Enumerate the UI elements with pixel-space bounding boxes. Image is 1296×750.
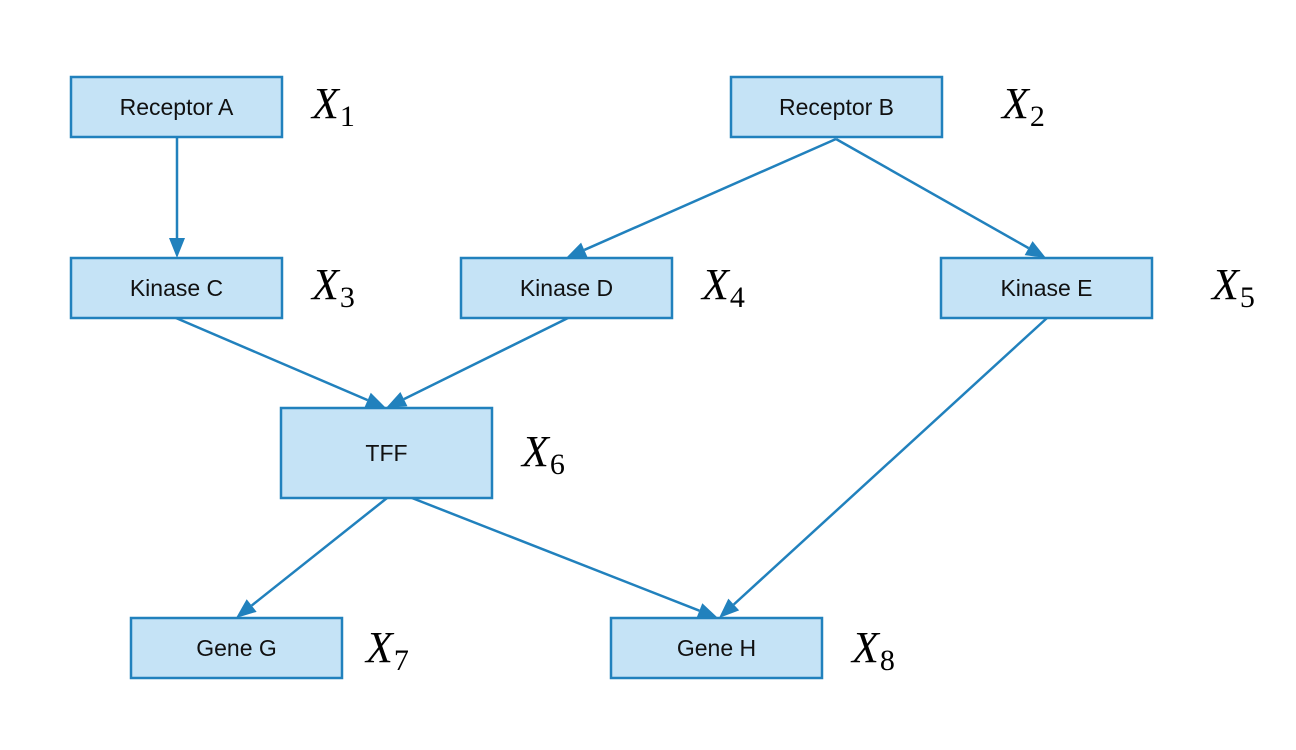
node-gene-h: Gene H X8 — [609, 616, 895, 680]
node-box — [729, 75, 944, 139]
node-box — [69, 75, 284, 139]
edge-receptor-a-to-kinase-c — [169, 137, 185, 258]
edge-line — [583, 137, 837, 252]
arrowhead — [696, 603, 718, 619]
arrowhead — [1024, 241, 1046, 258]
node-box — [129, 616, 344, 680]
edge-line — [250, 497, 388, 607]
node-kinase-e: Kinase E X5 — [939, 256, 1255, 320]
edge-receptor-b-to-kinase-d — [566, 137, 837, 258]
node-receptor-a: Receptor A X1 — [69, 75, 355, 139]
node-label: Kinase D — [520, 275, 613, 301]
arrowhead — [566, 242, 588, 258]
variable-label: X7 — [364, 623, 409, 677]
edge-line — [732, 317, 1048, 606]
edge-kinase-d-to-tff — [386, 316, 569, 408]
node-box — [69, 256, 284, 320]
node-label: Gene G — [196, 635, 277, 661]
edge-line — [835, 137, 1030, 250]
variable-label: X2 — [1000, 79, 1045, 133]
node-label: Receptor B — [779, 94, 894, 120]
variable-subscript: 2 — [1030, 100, 1045, 133]
arrowhead — [719, 598, 740, 618]
node-box — [279, 406, 494, 500]
variable-symbol: X — [850, 623, 881, 672]
node-kinase-c: Kinase C X3 — [69, 256, 355, 320]
edge-line — [411, 496, 700, 612]
variable-label: X6 — [520, 427, 565, 481]
variable-symbol: X — [1210, 260, 1241, 309]
variable-symbol: X — [364, 623, 395, 672]
node-label: TFF — [365, 440, 407, 466]
node-tff: TFF X6 — [279, 406, 565, 500]
variable-label: X1 — [310, 79, 355, 133]
node-label: Receptor A — [120, 94, 234, 120]
arrowhead — [386, 391, 408, 408]
node-label: Gene H — [677, 635, 756, 661]
variable-subscript: 7 — [394, 644, 409, 677]
edge-receptor-b-to-kinase-e — [835, 137, 1046, 258]
edge-kinase-c-to-tff — [175, 316, 386, 408]
node-box — [939, 256, 1154, 320]
node-label: Kinase C — [130, 275, 223, 301]
edge-kinase-e-to-gene-h — [719, 317, 1048, 618]
variable-subscript: 6 — [550, 448, 565, 481]
node-gene-g: Gene G X7 — [129, 616, 409, 680]
node-box — [609, 616, 824, 680]
edge-line — [403, 316, 569, 401]
arrowhead — [169, 238, 185, 258]
node-label: Kinase E — [1000, 275, 1092, 301]
variable-label: X3 — [310, 260, 355, 314]
variable-subscript: 5 — [1240, 281, 1255, 314]
variable-label: X8 — [850, 623, 895, 677]
edge-tff-to-gene-h — [411, 496, 718, 619]
variable-symbol: X — [520, 427, 551, 476]
variable-symbol: X — [310, 79, 341, 128]
variable-subscript: 8 — [880, 644, 895, 677]
node-box — [459, 256, 674, 320]
edges-layer — [169, 137, 1048, 619]
arrowhead — [236, 599, 257, 618]
variable-subscript: 1 — [340, 100, 355, 133]
node-kinase-d: Kinase D X4 — [459, 256, 745, 320]
variable-subscript: 3 — [340, 281, 355, 314]
node-receptor-b: Receptor B X2 — [729, 75, 1045, 139]
variable-label: X4 — [700, 260, 745, 314]
arrowhead — [364, 392, 386, 408]
variable-subscript: 4 — [730, 281, 745, 314]
variable-symbol: X — [1000, 79, 1031, 128]
variable-label: X5 — [1210, 260, 1255, 314]
edge-tff-to-gene-g — [236, 497, 388, 618]
variable-symbol: X — [700, 260, 731, 309]
edge-line — [175, 316, 369, 402]
variable-symbol: X — [310, 260, 341, 309]
